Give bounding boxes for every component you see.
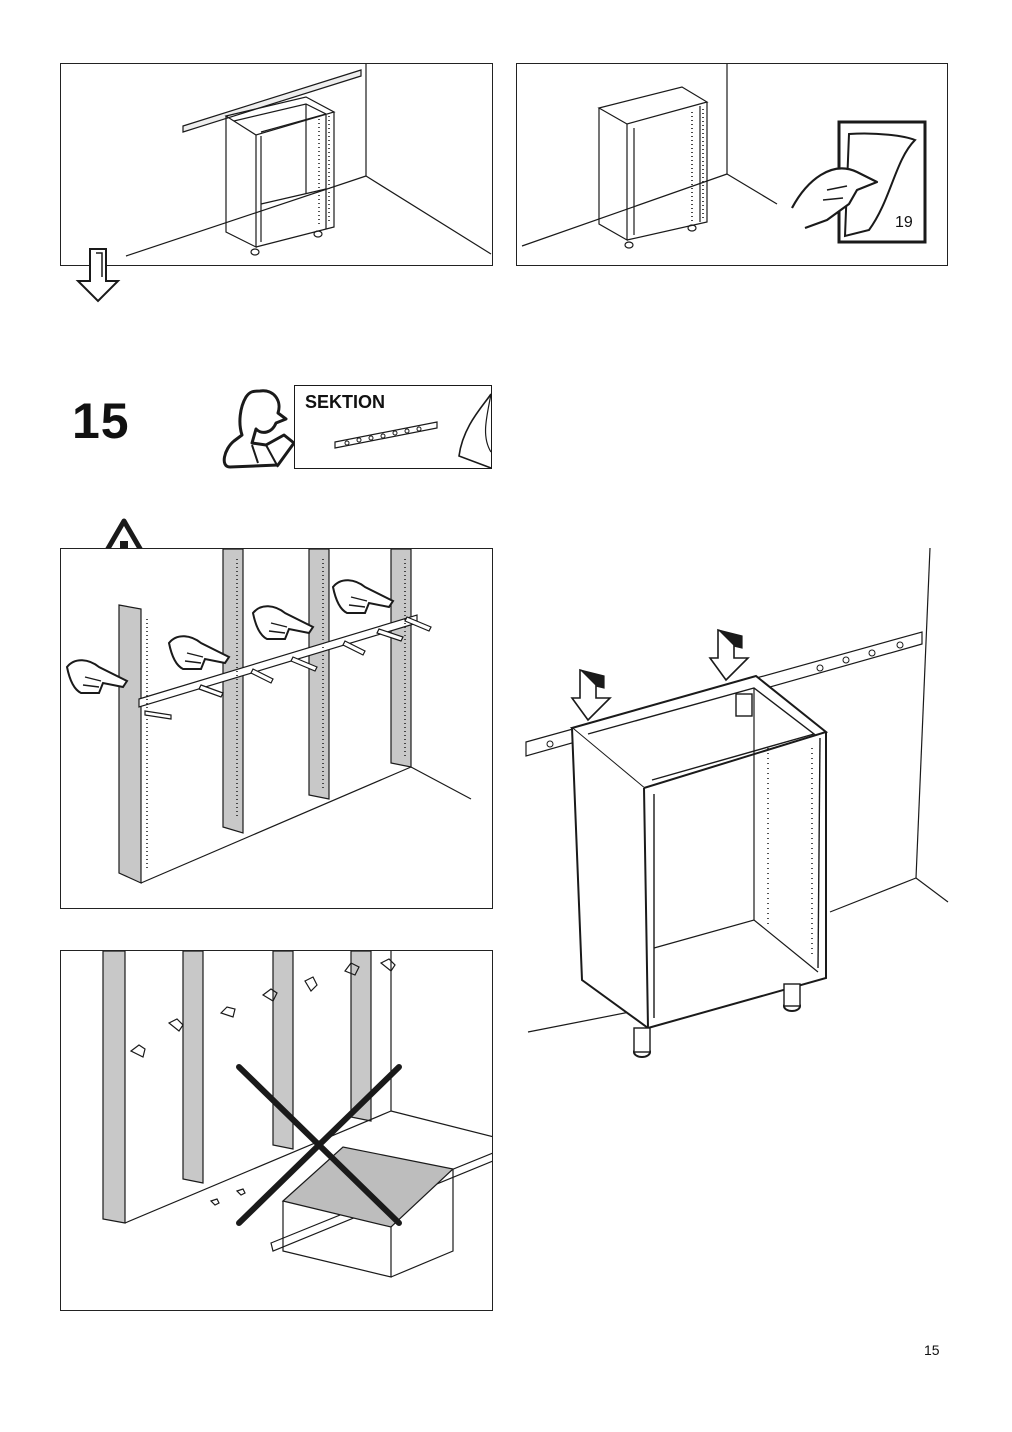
pointing-hand-icon [331,579,395,614]
page-curl-icon [458,393,492,469]
push-down-arrow-icon [708,628,750,682]
cabinet-on-rail-drawing [125,64,492,257]
locate-studs-drawing [118,549,472,884]
person-reading-manual-icon [222,389,296,469]
rail-preview-icon [334,421,438,449]
reference-booklet: SEKTION [294,385,492,469]
cabinet-box [569,674,829,1058]
booklet-label: SEKTION [305,392,386,412]
cabinet-frame [224,96,336,256]
wrong-wall-drawing [102,951,492,1278]
cabinet-refer-page-drawing [521,64,778,249]
illustration-panel-cabinet-on-rail [60,63,493,266]
see-page-number: 19 [895,214,913,231]
page-number: 15 [924,1342,940,1358]
illustration-panel-see-page: 19 [516,63,948,266]
hand-turning-page-icon [791,120,927,244]
pointing-hand-icon [65,659,129,694]
step-number: 15 [72,393,130,449]
cabinet-hanging-drawing [525,548,949,1058]
illustration-panel-locate-studs [60,548,493,909]
pointing-hand-icon [251,605,315,640]
pointing-hand-icon [167,635,231,670]
illustration-panel-wrong-wall [60,950,493,1311]
push-down-arrow-icon [570,668,612,722]
down-arrow-icon [75,248,121,303]
